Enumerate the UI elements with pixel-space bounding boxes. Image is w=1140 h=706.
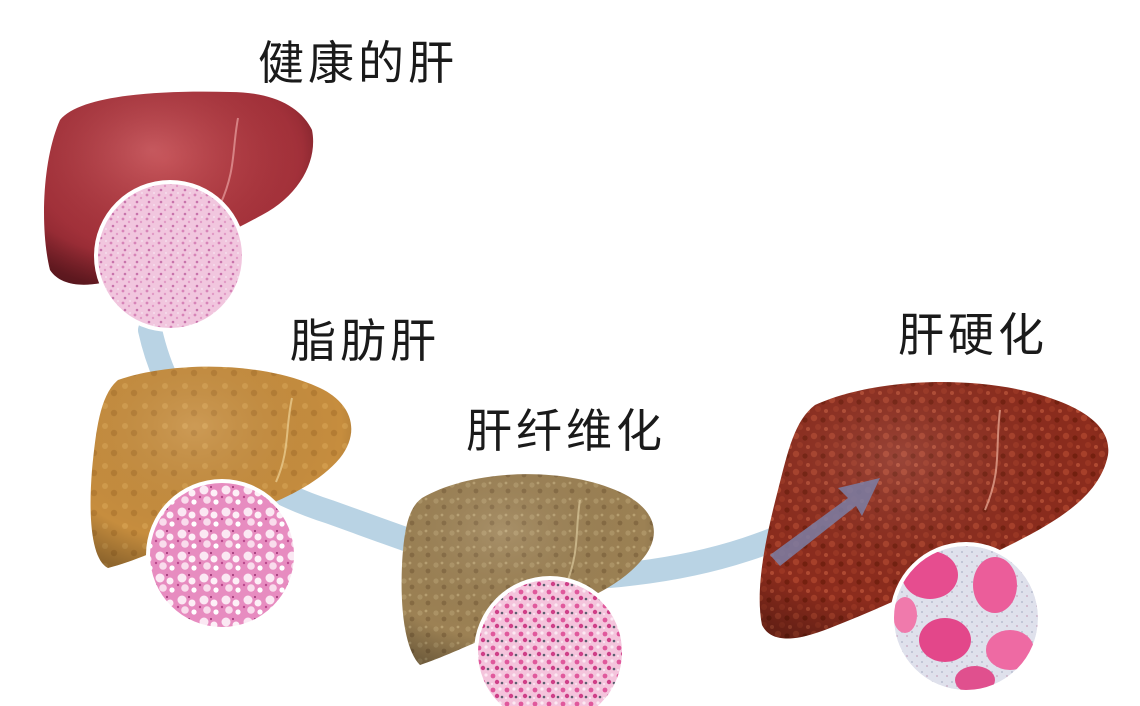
fibrosis-tissue-icon [474, 576, 626, 706]
arrow-icon [770, 478, 880, 566]
cirrhosis-label: 肝硬化 [898, 308, 1048, 362]
liver-fibrosis-label: 肝纤维化 [466, 404, 666, 458]
cirrhosis-liver-icon [759, 382, 1109, 639]
fatty-tissue-icon [146, 479, 298, 631]
fatty-liver-icon [90, 366, 352, 568]
healthy-tissue-icon [94, 180, 246, 332]
fibrosis-liver-icon [401, 474, 654, 665]
fatty-liver-label: 脂肪肝 [290, 314, 440, 368]
cirrhosis-tissue-icon [890, 542, 1042, 694]
healthy-liver-label: 健康的肝 [258, 36, 458, 90]
